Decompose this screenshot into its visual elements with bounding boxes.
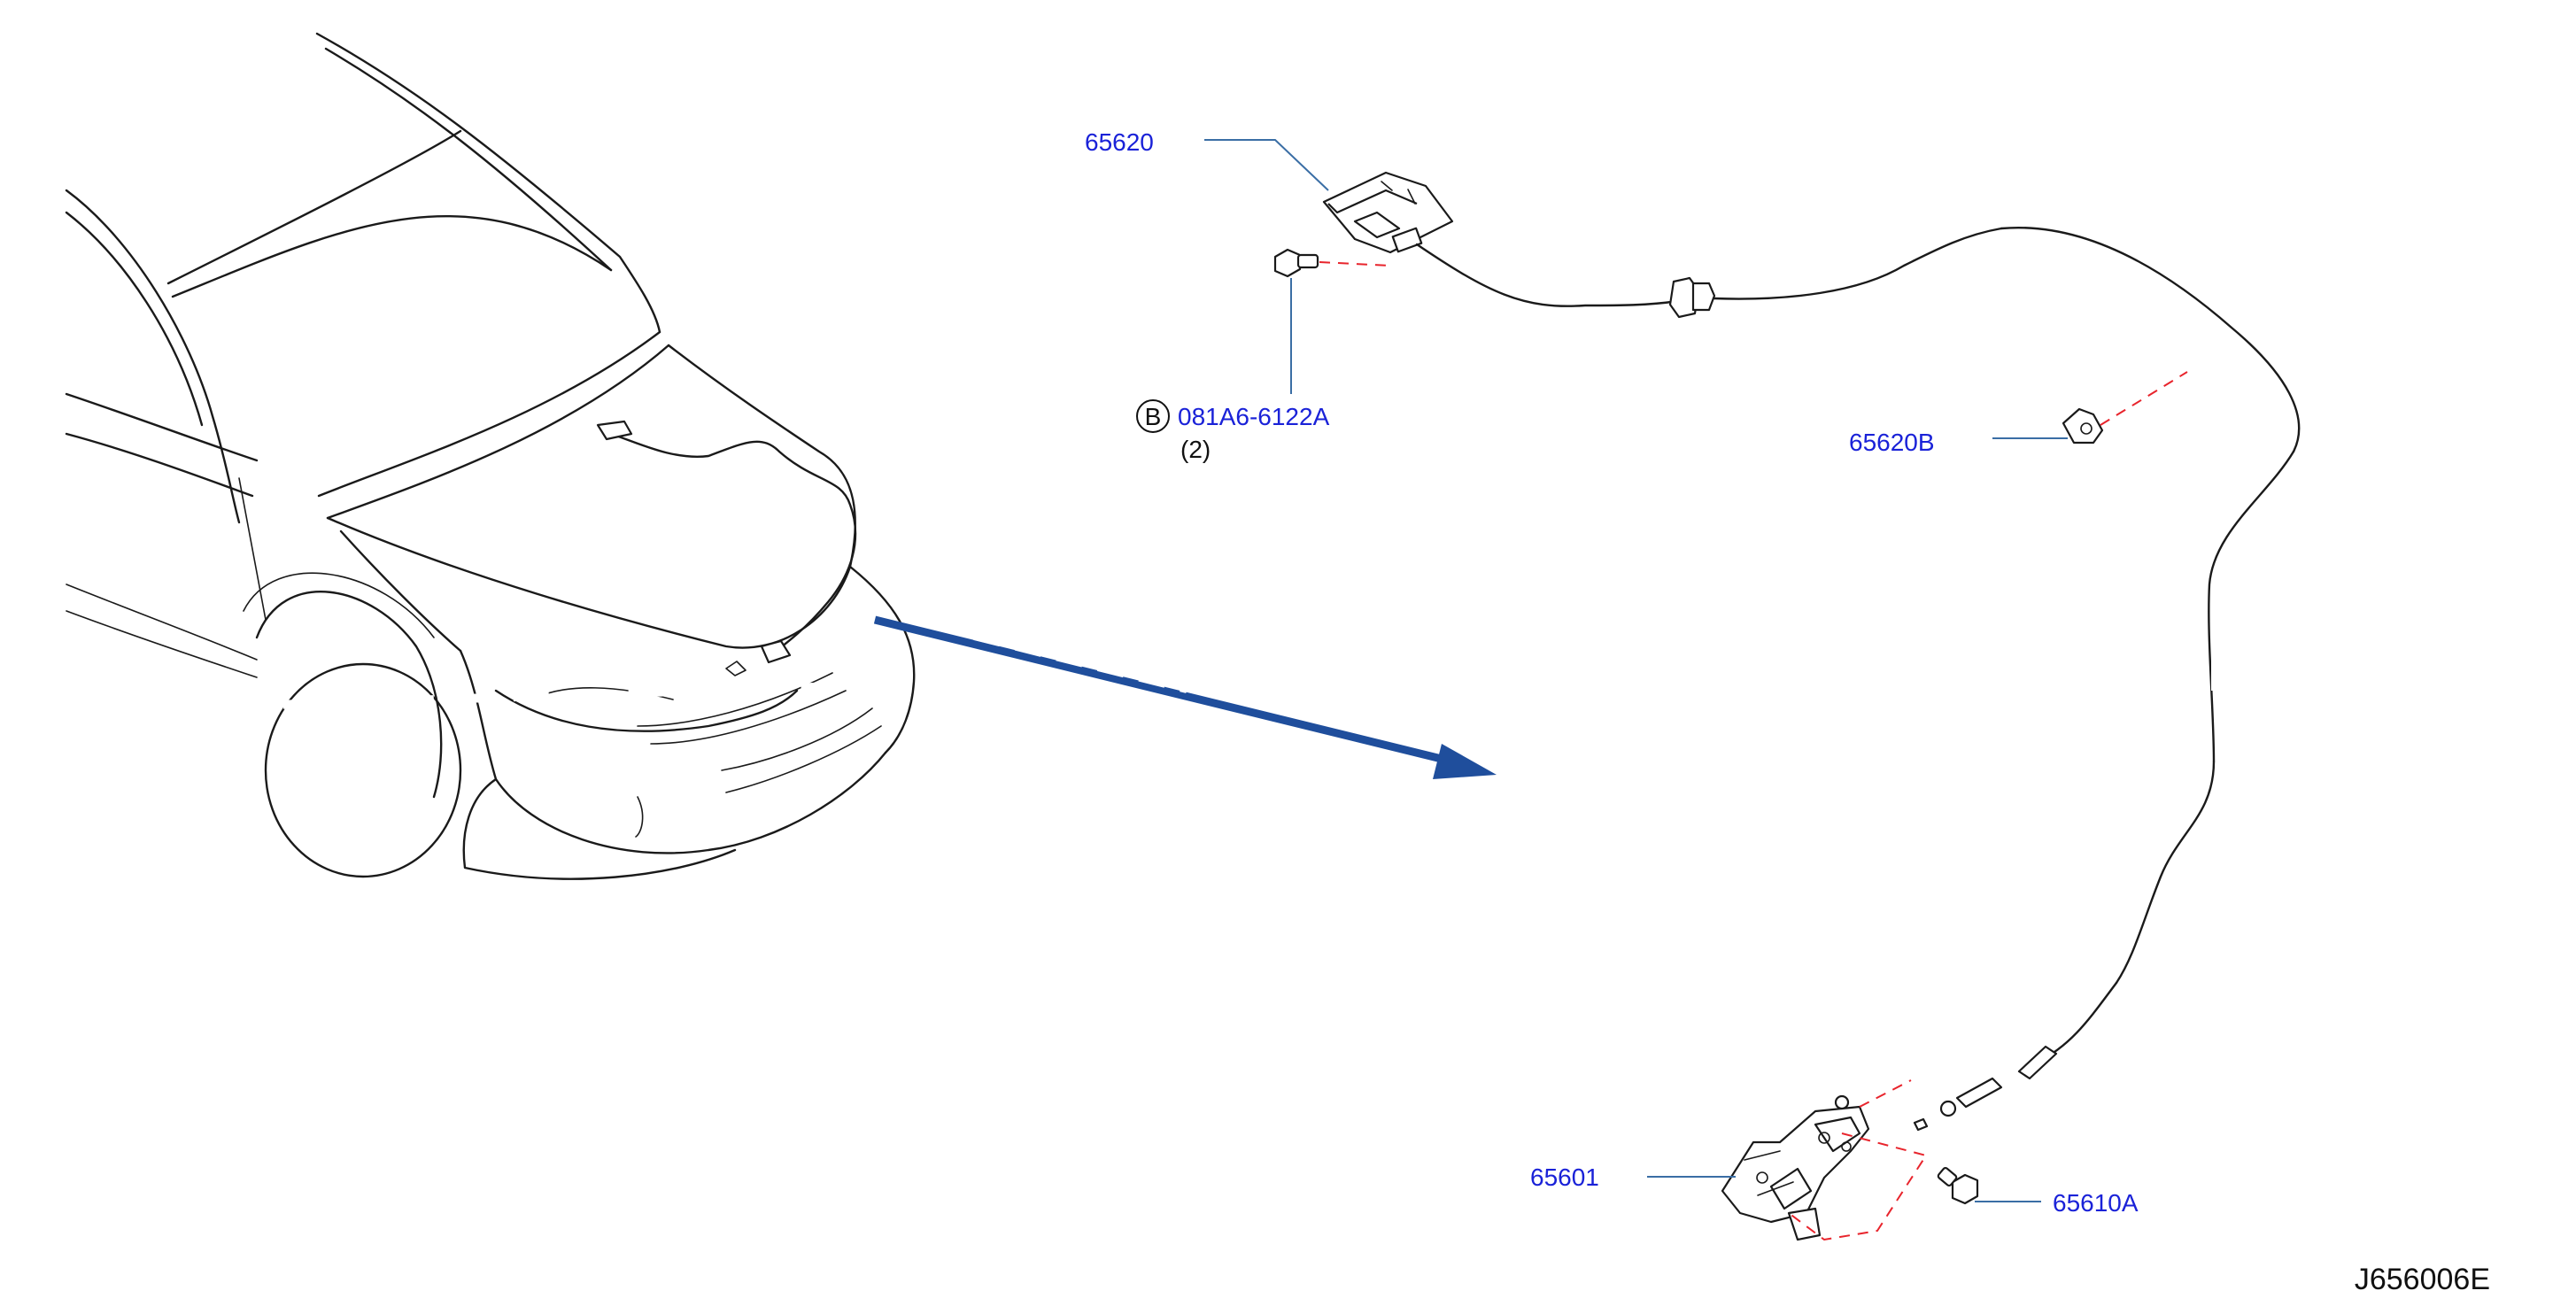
bolt-b-circle — [1136, 399, 1170, 433]
hood-release-cable — [1415, 226, 2301, 1132]
callout-65610A: 65610A — [1975, 1189, 2139, 1217]
lock-bolt-dash — [1788, 1132, 1928, 1241]
clip-dash — [2100, 371, 2188, 426]
handle-bolt — [1273, 248, 1319, 278]
bolt-b-mark: B — [1145, 403, 1162, 430]
zoom-arrow — [873, 615, 1497, 779]
callout-65601: 65601 — [1530, 1163, 1736, 1191]
handle-bolt-dash — [1319, 261, 1391, 267]
label-65601: 65601 — [1530, 1163, 1599, 1191]
hood-release-handle — [1322, 171, 1454, 254]
car-front-illustration — [65, 32, 975, 880]
label-bolt-code: 081A6-6122A — [1178, 403, 1330, 430]
lock-bolt — [1937, 1166, 1979, 1205]
label-65610A: 65610A — [2053, 1189, 2139, 1217]
label-65620B: 65620B — [1849, 429, 1935, 456]
hood-lock-assembly — [1721, 1094, 1870, 1241]
callout-65620: 65620 — [1085, 128, 1329, 191]
cable-clip — [2062, 407, 2104, 444]
lock-cable-dash — [1859, 1079, 1912, 1108]
label-bolt-qty: (2) — [1180, 436, 1211, 463]
callout-65620B: 65620B — [1849, 429, 2068, 456]
drawing-code: J656006E — [2355, 1263, 2490, 1296]
label-65620: 65620 — [1085, 128, 1154, 156]
callout-bolt: B 081A6-6122A (2) — [1136, 278, 1330, 463]
